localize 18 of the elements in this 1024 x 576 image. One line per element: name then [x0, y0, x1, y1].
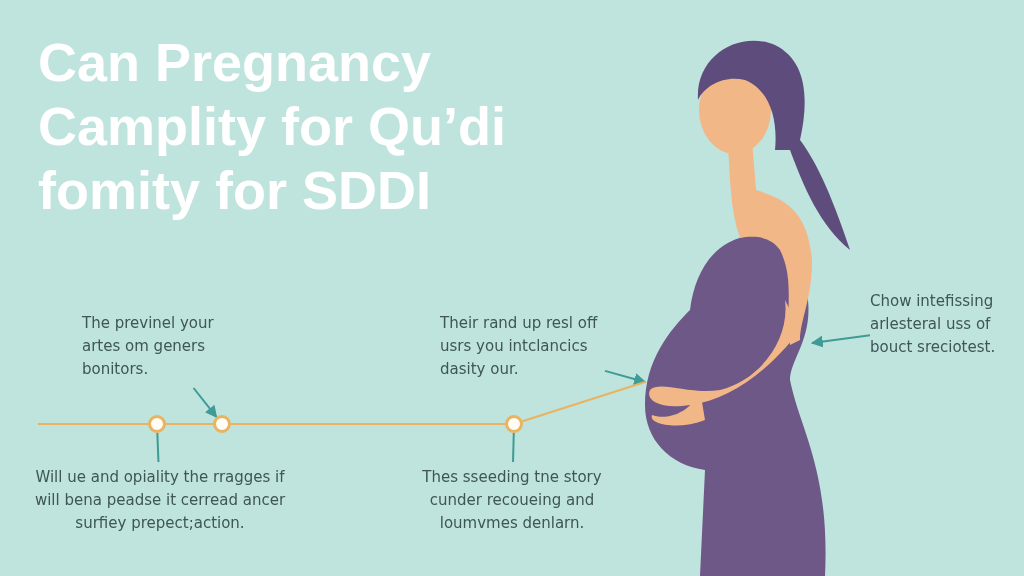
callout-text: Chow intefissing arlesteral uss of bouct sreciotest. — [870, 290, 1010, 362]
callout-text: Will ue and opiality the rragges if will bena peadse it cerread ancer surfiey prepect;action. — [30, 466, 290, 538]
leader-line — [192, 387, 218, 418]
timeline-dot — [505, 415, 523, 433]
title: Can Pregnancy Camplity for Qu’di fomity for SDDI — [38, 31, 508, 222]
callout-text: The previnel your artes om geners bonitors. — [82, 312, 242, 384]
callout-text: Thes sseeding tne story cunder recoueing and loumvmes denlarn. — [412, 466, 612, 538]
timeline-line — [37, 423, 149, 425]
timeline-line — [230, 423, 506, 425]
callout-text: Their rand up resl off usrs you intclancics dasity our. — [440, 312, 605, 384]
leader-line — [604, 369, 647, 385]
timeline-dot — [148, 415, 166, 433]
leader-line — [810, 334, 871, 348]
timeline-line — [521, 381, 646, 423]
leader-line — [156, 432, 160, 463]
timeline-dot — [213, 415, 231, 433]
timeline-line — [165, 423, 214, 425]
leader-line — [512, 432, 515, 463]
